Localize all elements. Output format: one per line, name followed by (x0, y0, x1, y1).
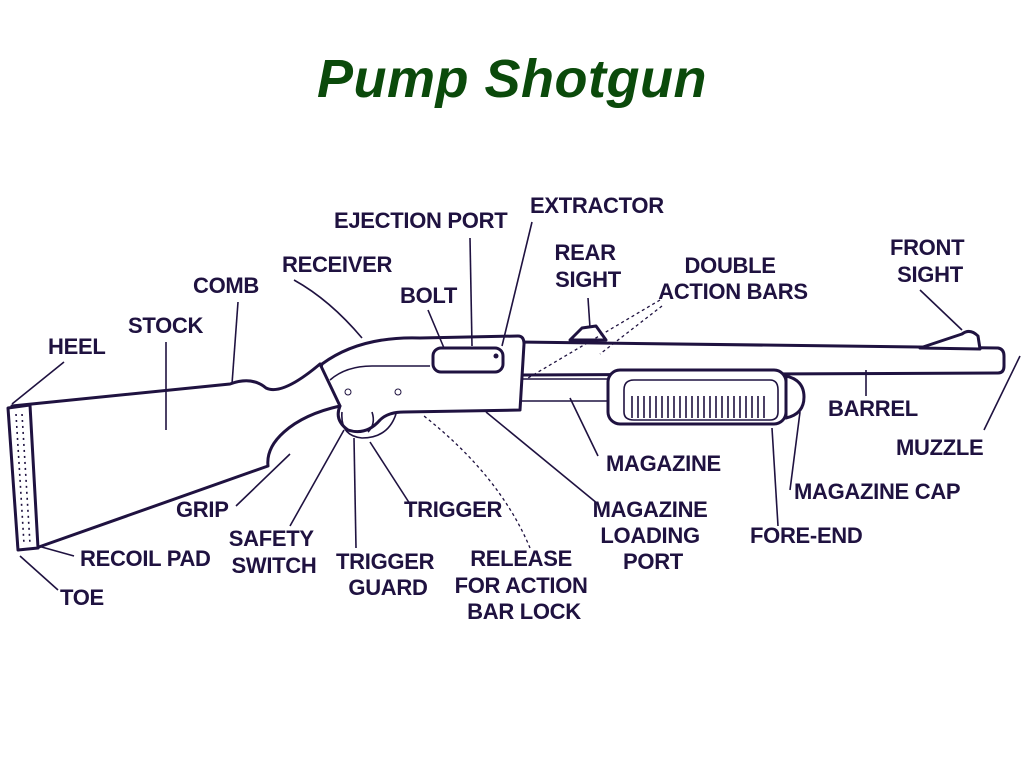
stock-shape (10, 362, 342, 550)
ejection-port-shape (431, 346, 505, 374)
label-extractor: EXTRACTOR (530, 193, 664, 218)
label-magazine: MAGAZINE (606, 451, 721, 476)
magazine-tube-shape (520, 378, 612, 402)
receiver-pin (344, 388, 352, 396)
barrel-shape (516, 340, 1006, 377)
label-trigger-guard: TRIGGER GUARD (336, 549, 440, 600)
magazine-cap-shape (784, 374, 806, 420)
recoil-pad-shape (6, 403, 40, 552)
label-double-action-bars: DOUBLE ACTION BARS (658, 253, 807, 304)
slide-title: Pump Shotgun (317, 49, 707, 109)
recoil-pad-texture (15, 413, 31, 545)
label-magazine-cap: MAGAZINE CAP (794, 479, 960, 504)
receiver-detail (329, 365, 430, 381)
label-bolt: BOLT (400, 283, 458, 308)
front-sight-shape (918, 329, 982, 351)
label-heel: HEEL (48, 334, 105, 359)
label-stock: STOCK (128, 313, 204, 338)
rear-sight-shape (568, 324, 608, 342)
label-safety-switch: SAFETY SWITCH (229, 526, 319, 578)
label-magazine-loading-port: MAGAZINE LOADING PORT (593, 497, 714, 574)
fore-end-outline (623, 379, 779, 421)
label-front-sight: FRONT SIGHT (890, 235, 970, 287)
label-ejection-port: EJECTION PORT (334, 208, 508, 233)
label-fore-end: FORE-END (750, 523, 863, 548)
label-trigger: TRIGGER (404, 497, 503, 522)
label-rear-sight: REAR SIGHT (555, 240, 622, 292)
bolt-pin (493, 353, 499, 359)
label-grip: GRIP (176, 497, 229, 522)
trigger-guard-shape (341, 411, 397, 439)
label-comb: COMB (193, 273, 259, 298)
fore-end-ridges (631, 396, 765, 418)
label-receiver: RECEIVER (282, 252, 392, 277)
label-recoil-pad: RECOIL PAD (80, 546, 211, 571)
receiver-pin (394, 388, 402, 396)
label-muzzle: MUZZLE (896, 435, 983, 460)
label-toe: TOE (60, 585, 104, 610)
leader-lines (11, 221, 1021, 591)
label-barrel: BARREL (828, 396, 918, 421)
label-release-for-action-bar-lock: RELEASE FOR ACTION BAR LOCK (455, 546, 594, 624)
fore-end-shape (606, 368, 788, 426)
trigger-shape (367, 411, 375, 433)
